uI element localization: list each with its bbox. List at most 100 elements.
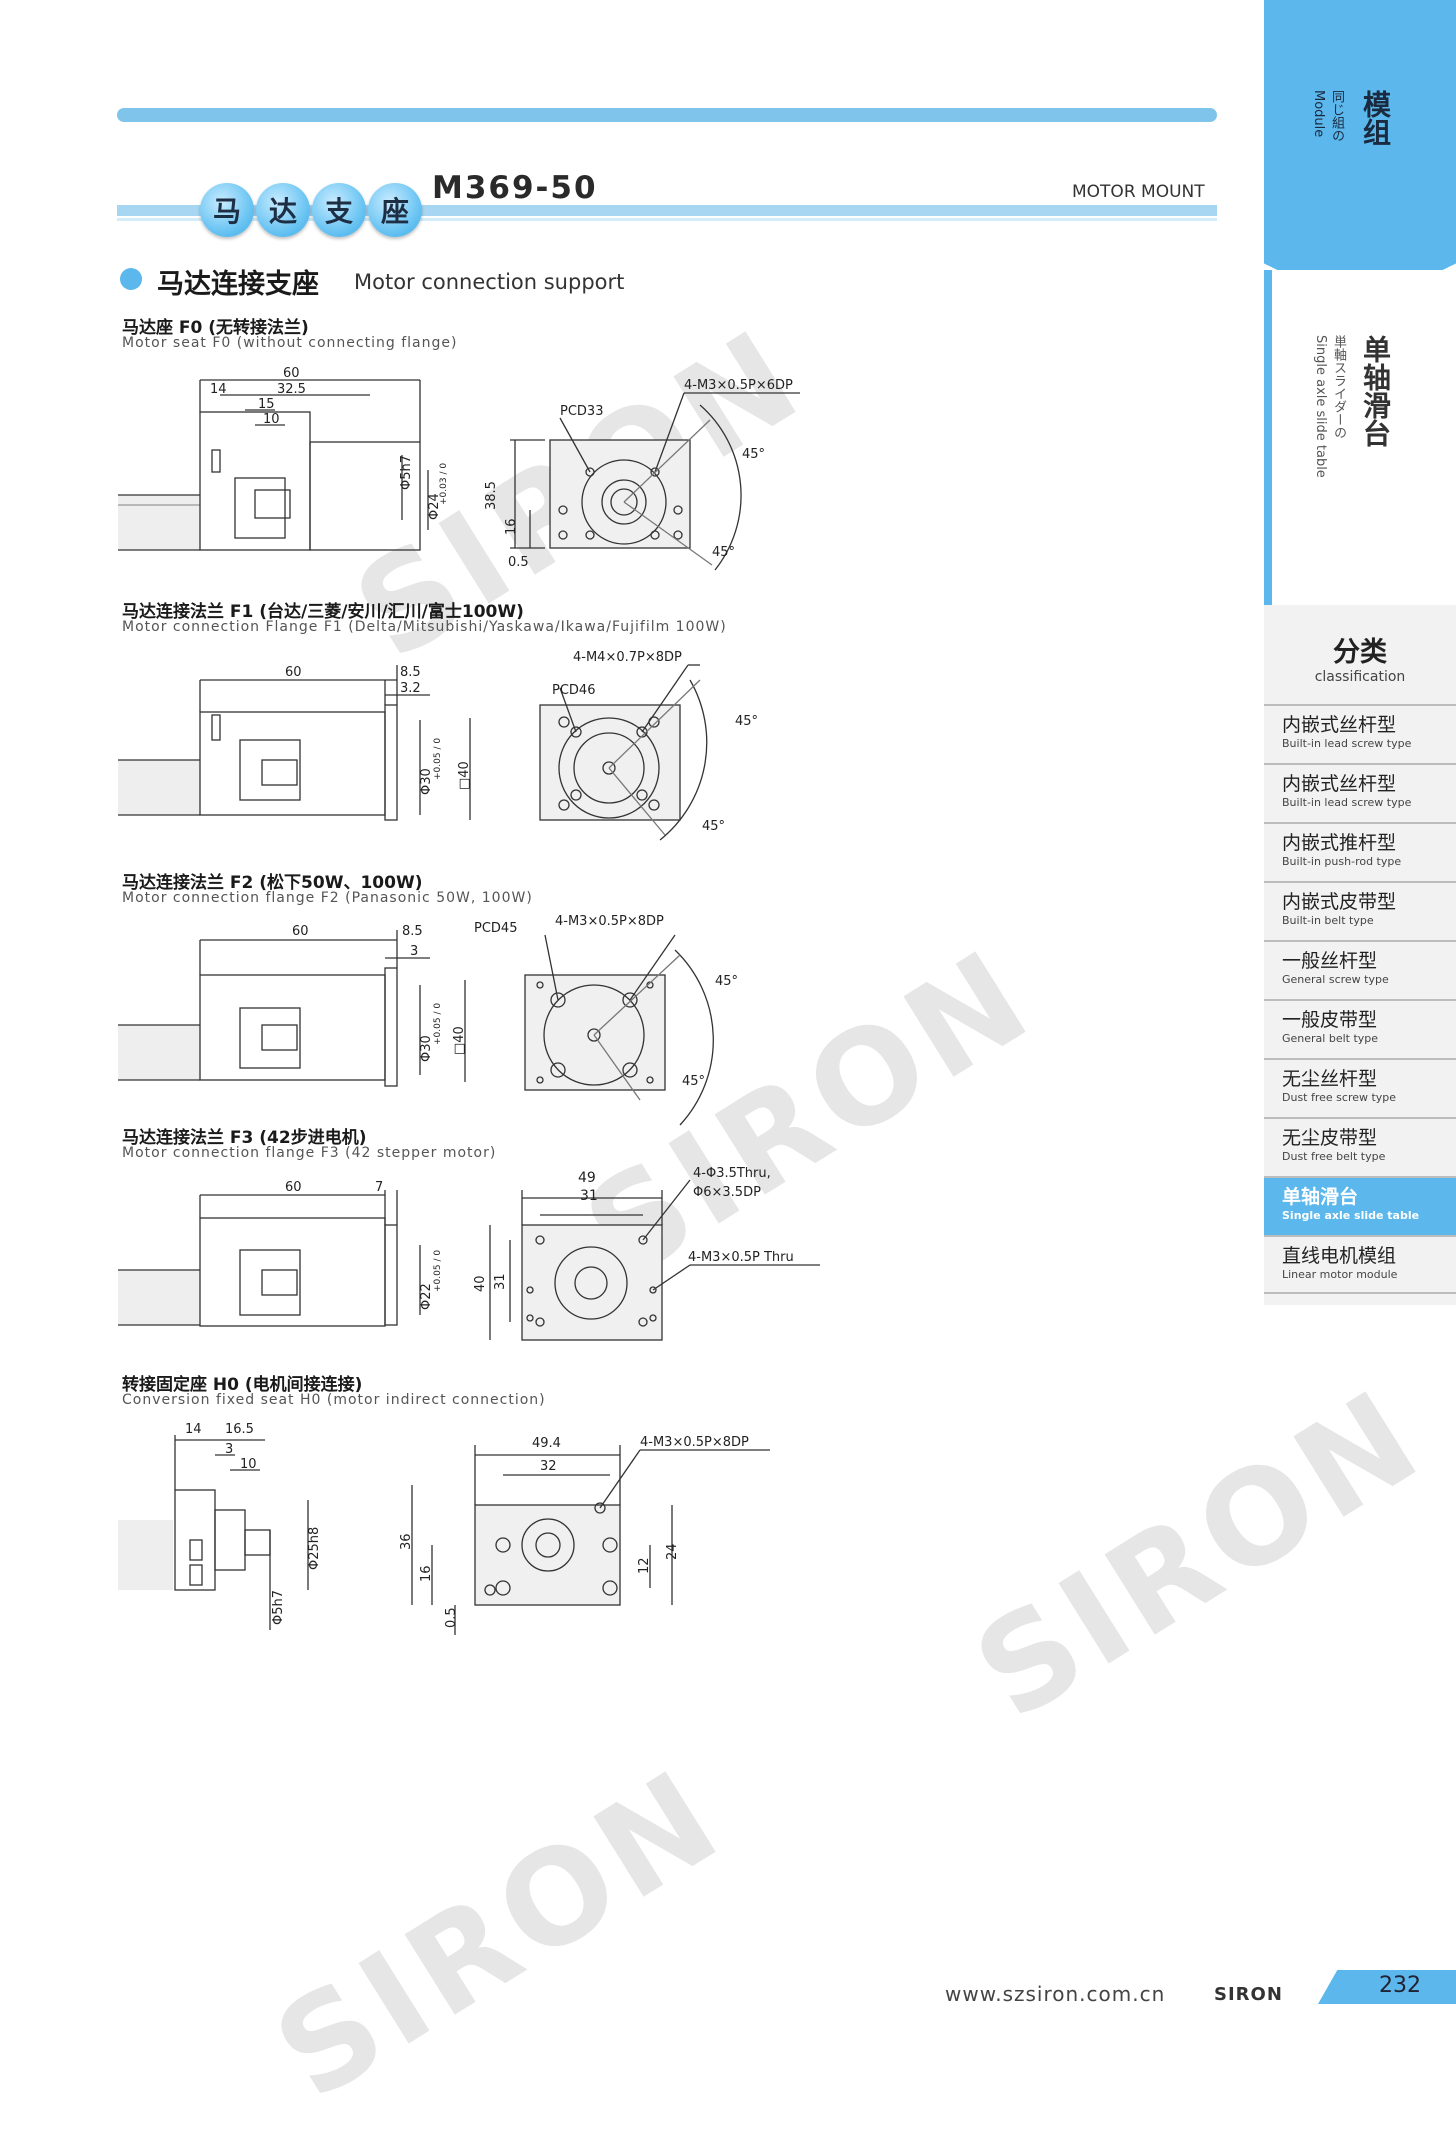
dim-label: 40 (473, 1275, 488, 1292)
header-sub-bar-light (117, 218, 1217, 221)
dim-label: 12 (637, 1557, 652, 1574)
dim-label: PCD33 (560, 404, 603, 419)
menu-item-label: 内嵌式皮带型 (1282, 891, 1397, 913)
dim-label: □40 (457, 761, 472, 790)
dim-label: 8.5 (400, 665, 421, 680)
classification-header: 分类 classification (1264, 630, 1456, 685)
dim-label: PCD46 (552, 683, 595, 698)
dim-label: 32 (540, 1459, 557, 1474)
sidebar-module-en: Module (1311, 90, 1326, 138)
menu-item-label: 内嵌式推杆型 (1282, 832, 1397, 854)
title-badge: 座 (368, 183, 422, 237)
page-number-box (1318, 1970, 1456, 2004)
dim-label: Φ30 (419, 768, 434, 795)
drawing-f1: 60 8.5 3.2 Φ30 +0.05 / 0 □40 PCD46 4-M4×… (118, 650, 758, 841)
drawing-f0: 60 14 32.5 15 10 Φ5h7 Φ24 +0.03 / 0 38.5… (118, 366, 800, 571)
dim-label: 16 (504, 518, 519, 535)
dim-label: 49 (578, 1170, 596, 1186)
drawing-caption-en: Motor connection flange F3 (42 stepper m… (122, 1145, 497, 1161)
drawing-h0: 14 16.5 3 10 Φ25h8 Φ5h7 49.4 32 36 16 0.… (118, 1422, 770, 1635)
drawing-f3: 60 7 Φ22 +0.05 / 0 49 31 40 31 4-Φ3.5Thr… (118, 1166, 820, 1341)
dim-label: 45° (742, 447, 765, 462)
dim-label: Φ30 (419, 1035, 434, 1062)
menu-item-label: 无尘丝杆型 (1282, 1068, 1378, 1090)
header-top-bar (117, 108, 1217, 122)
dim-label: 4-M3×0.5P×8DP (555, 914, 664, 929)
dim-label: 4-M4×0.7P×8DP (573, 650, 682, 665)
dim-label: 45° (682, 1074, 705, 1089)
dim-label: 10 (263, 412, 280, 427)
dim-label: 32.5 (277, 382, 306, 397)
menu-item-sublabel: Built-in belt type (1282, 914, 1374, 927)
sidebar-module-cn: 模组 (1359, 90, 1392, 146)
menu-item-label: 无尘皮带型 (1282, 1127, 1378, 1149)
footer-url[interactable]: www.szsiron.com.cn (945, 1982, 1166, 2006)
page-number: 232 (1379, 1973, 1421, 1998)
classification-title-en: classification (1314, 669, 1406, 685)
title-badge: 马 (200, 183, 254, 237)
dim-label: 3.2 (400, 681, 421, 696)
menu-item-sublabel: Built-in lead screw type (1282, 737, 1412, 750)
dim-label: 60 (285, 665, 302, 680)
drawing-caption-cn: 马达连接法兰 F2 (松下50W、100W) (122, 873, 423, 893)
dim-tolerance: +0.05 / 0 (433, 1003, 443, 1045)
sidebar-product-en: Single axle slide table (1313, 335, 1328, 478)
sidebar-module-tab (1264, 0, 1456, 310)
dim-label: 10 (240, 1457, 257, 1472)
dim-label: 14 (185, 1422, 202, 1437)
dim-label: 4-M3×0.5P×6DP (684, 378, 793, 393)
menu-item-label: 内嵌式丝杆型 (1282, 773, 1397, 795)
dim-label: 31 (493, 1273, 508, 1290)
dim-label: 4-Φ3.5Thru, (693, 1166, 771, 1181)
dim-label: 36 (399, 1533, 414, 1550)
menu-item-label: 内嵌式丝杆型 (1282, 714, 1397, 736)
dim-label: 4-M3×0.5P×8DP (640, 1435, 749, 1450)
menu-item-sublabel: Dust free screw type (1282, 1091, 1397, 1104)
category-label: MOTOR MOUNT (1072, 182, 1205, 202)
dim-label: 4-M3×0.5P Thru (688, 1250, 794, 1265)
dim-label: 16 (419, 1565, 434, 1582)
dim-label: 45° (715, 974, 738, 989)
drawing-caption-en: Conversion fixed seat H0 (motor indirect… (122, 1392, 546, 1408)
dim-label: 24 (665, 1543, 680, 1560)
dim-label: Φ6×3.5DP (693, 1185, 761, 1200)
header-sub-bar (117, 205, 1217, 216)
drawing-caption-cn: 转接固定座 H0 (电机间接连接) (122, 1375, 363, 1395)
drawing-caption-cn: 马达连接法兰 F1 (台达/三菱/安川/汇川/富士100W) (122, 602, 524, 622)
dim-label: 3 (410, 944, 418, 959)
dim-label: PCD45 (474, 921, 517, 936)
dim-label: Φ5h7 (271, 1590, 286, 1625)
dim-label: Φ24 (427, 493, 442, 520)
menu-item-sublabel: Built-in push-rod type (1282, 855, 1402, 868)
watermark: SIRON (250, 1739, 748, 2129)
classification-title-cn: 分类 (1333, 637, 1387, 668)
menu-item-sublabel: General screw type (1282, 973, 1389, 986)
drawing-caption-en: Motor connection flange F2 (Panasonic 50… (122, 890, 533, 906)
menu-item-sublabel: General belt type (1282, 1032, 1379, 1045)
dim-label: 3 (225, 1442, 233, 1457)
dim-label: 16.5 (225, 1422, 254, 1437)
dim-tolerance: +0.05 / 0 (433, 1250, 443, 1292)
sidebar-module-sub: 同じ組の (1329, 90, 1344, 142)
model-number: M369-50 (432, 170, 598, 206)
menu-item-sublabel: Linear motor module (1282, 1268, 1398, 1281)
dim-label: 31 (580, 1188, 598, 1204)
menu-item-label: 一般丝杆型 (1282, 950, 1378, 972)
dim-label: Φ5h7 (399, 455, 414, 490)
sidebar-product-tab (1264, 270, 1456, 610)
dim-label: 0.5 (444, 1607, 459, 1628)
footer-logo: SIRON (1214, 1984, 1283, 2005)
dim-label: 14 (210, 382, 227, 397)
sidebar-product-sub: 単軸スライダーの (1331, 335, 1346, 439)
menu-item-label: 单轴滑台 (1282, 1186, 1359, 1208)
